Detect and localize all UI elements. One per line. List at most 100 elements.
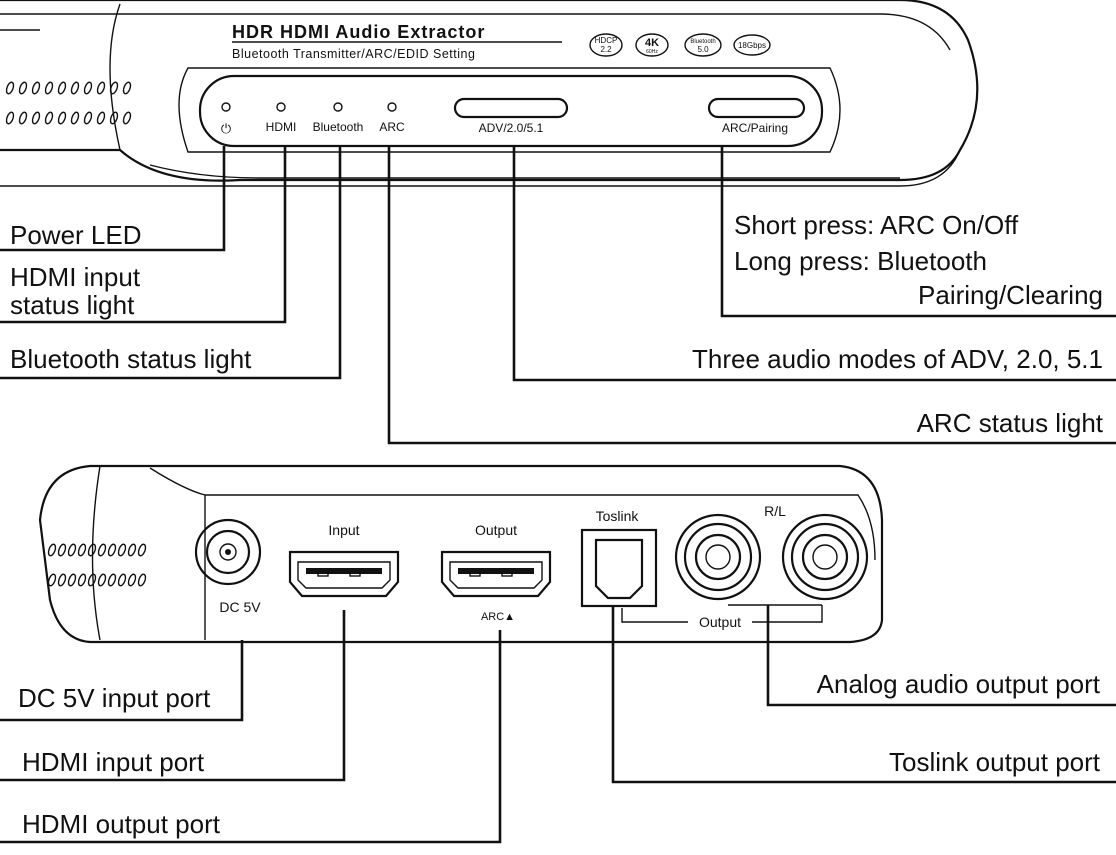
hdmi-status-callout-line2: status light: [10, 290, 135, 320]
vent-slot: [44, 81, 54, 95]
vent-slot: [83, 81, 93, 95]
rca-right-jack[interactable]: [781, 513, 869, 601]
vent-slot: [117, 573, 127, 587]
button-pairing-callout: Pairing/Clearing: [918, 280, 1103, 310]
hdmi-led-icon: [276, 102, 286, 112]
svg-text:2.2: 2.2: [600, 45, 612, 54]
vent-slot: [70, 111, 80, 125]
toslink-port[interactable]: [580, 528, 658, 608]
vent-slot: [31, 81, 41, 95]
vent-slot: [67, 543, 77, 557]
vent-slot: [137, 543, 147, 557]
hdmi-input-label: Input: [328, 522, 359, 538]
product-subtitle: Bluetooth Transmitter/ARC/EDID Setting: [232, 47, 475, 61]
rear-leader-lines: [0, 605, 1116, 844]
rl-label: R/L: [764, 503, 786, 519]
vent-slot: [70, 81, 80, 95]
dc-jack[interactable]: [194, 518, 262, 586]
hdmi-led-label: HDMI: [266, 120, 297, 134]
vent-slot: [96, 111, 106, 125]
vent-slot: [107, 543, 117, 557]
front-unit-body: [0, 0, 979, 182]
vent-slot: [57, 81, 67, 95]
button-long-press-callout: Long press: Bluetooth: [734, 246, 987, 276]
front-panel-unit: HDR HDMI Audio Extractor Bluetooth Trans…: [0, 0, 979, 187]
hdmi-input-port-callout: HDMI input port: [22, 747, 205, 777]
svg-text:Bluetooth: Bluetooth: [690, 39, 715, 45]
vent-slot: [107, 573, 117, 587]
vent-slot: [87, 573, 97, 587]
arc-led-label: ARC: [379, 120, 405, 134]
vent-slot: [96, 81, 106, 95]
button-short-press-callout: Short press: ARC On/Off: [734, 210, 1019, 240]
vent-slot: [97, 543, 107, 557]
vent-slot: [83, 111, 93, 125]
hdmi-output-port[interactable]: [440, 550, 552, 598]
svg-text:5.0: 5.0: [697, 45, 709, 54]
output-bracket-label: Output: [699, 614, 741, 630]
power-led-callout: Power LED: [10, 220, 142, 250]
bluetooth-status-callout: Bluetooth status light: [10, 344, 252, 374]
vent-slot: [57, 573, 67, 587]
svg-text:18Gbps: 18Gbps: [738, 41, 766, 50]
rear-unit-body: [38, 464, 884, 644]
vent-slot: [109, 111, 119, 125]
bluetooth-led-icon: [333, 102, 343, 112]
hdmi-output-label: Output: [475, 522, 517, 538]
hdmi-input-port[interactable]: [288, 550, 400, 598]
arc-pairing-button[interactable]: [707, 97, 806, 119]
svg-text:60Hz: 60Hz: [646, 49, 658, 55]
spec-badge-4k: 4K 60Hz: [635, 33, 669, 57]
vent-slot: [57, 543, 67, 557]
hdmi-status-callout-line1: HDMI input: [10, 262, 141, 292]
mode-button-label: ADV/2.0/5.1: [479, 121, 544, 135]
vent-slot: [44, 111, 54, 125]
vent-slot: [18, 81, 28, 95]
spec-badge-bluetooth: Bluetooth 5.0: [684, 33, 722, 57]
vent-slot: [77, 543, 87, 557]
mode-button[interactable]: [453, 97, 569, 119]
vent-slot: [77, 573, 87, 587]
hdmi-output-port-callout: HDMI output port: [22, 809, 221, 839]
vent-slot: [127, 543, 137, 557]
vent-slot: [5, 111, 15, 125]
svg-text:HDCP: HDCP: [595, 36, 618, 45]
vent-slot: [127, 573, 137, 587]
vent-slot: [67, 573, 77, 587]
spec-badge-18gbps: 18Gbps: [733, 34, 771, 56]
front-leader-lines: [0, 146, 1116, 445]
vent-slot: [18, 111, 28, 125]
toslink-output-callout: Toslink output port: [889, 747, 1101, 777]
rear-vent-holes: [47, 543, 147, 587]
arc-pairing-button-label: ARC/Pairing: [722, 121, 788, 135]
vent-slot: [5, 81, 15, 95]
vent-slot: [47, 573, 57, 587]
power-led-icon: [221, 102, 231, 112]
front-vent-holes: [5, 81, 132, 125]
product-title: HDR HDMI Audio Extractor: [232, 22, 485, 42]
vent-slot: [122, 111, 132, 125]
vent-slot: [122, 81, 132, 95]
vent-slot: [117, 543, 127, 557]
arc-led-icon: [387, 102, 397, 112]
vent-slot: [31, 111, 41, 125]
arc-status-callout: ARC status light: [917, 408, 1104, 438]
power-symbol-icon: ⏻: [221, 121, 231, 136]
rca-left-jack[interactable]: [674, 513, 762, 601]
analog-output-callout: Analog audio output port: [817, 669, 1101, 699]
vent-slot: [47, 543, 57, 557]
dc-jack-label: DC 5V: [219, 599, 261, 615]
vent-slot: [137, 573, 147, 587]
rear-panel-unit: DC 5V Input Output ARC▲ Toslink R/L: [38, 464, 884, 644]
toslink-label: Toslink: [596, 508, 640, 524]
dc-port-callout: DC 5V input port: [18, 683, 211, 713]
front-control-panel: [198, 74, 824, 148]
svg-text:4K: 4K: [645, 37, 659, 49]
vent-slot: [57, 111, 67, 125]
output-bracket: [621, 604, 823, 623]
arc-port-label: ARC▲: [481, 611, 515, 623]
audio-modes-callout: Three audio modes of ADV, 2.0, 5.1: [692, 344, 1103, 374]
vent-slot: [109, 81, 119, 95]
vent-slot: [97, 573, 107, 587]
